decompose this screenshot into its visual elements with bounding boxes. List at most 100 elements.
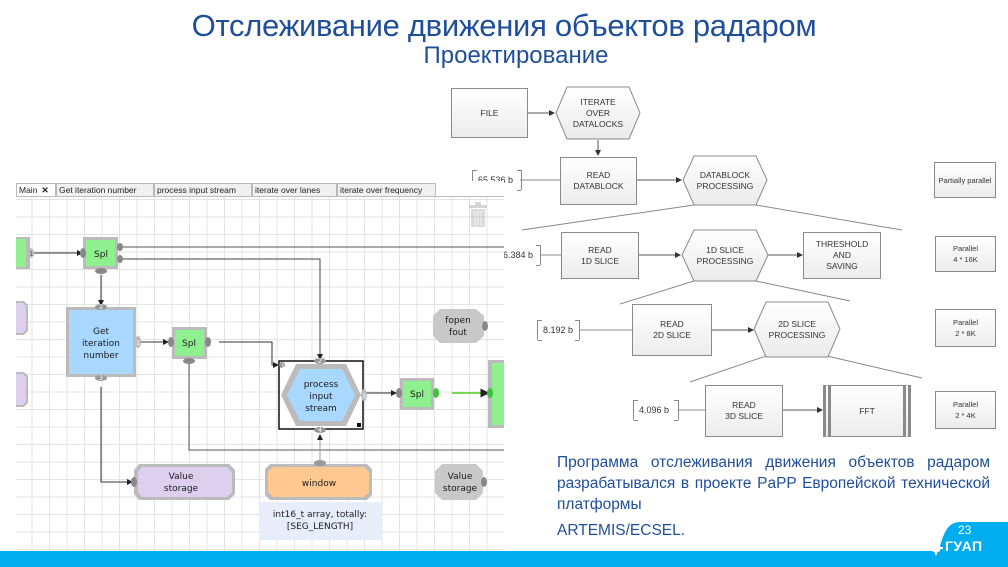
tab-label: Get iteration number	[59, 185, 137, 195]
resize-handle[interactable]	[357, 423, 361, 427]
slide-title: Отслеживание движения объектов радаром	[191, 8, 817, 43]
node-label: iteration	[82, 339, 120, 349]
node-label: process	[304, 380, 339, 390]
spl-label: Spl	[182, 339, 196, 349]
note-line: [SEG_LENGTH]	[287, 522, 353, 532]
port-label: 2	[318, 358, 322, 365]
window-node[interactable]: window	[265, 460, 372, 500]
spl-node-top[interactable]: Spl	[80, 237, 123, 274]
fft-box: FFT	[823, 385, 911, 437]
tab-main[interactable]: Main✕	[16, 183, 56, 196]
get-iteration-number-node[interactable]: 2 1 3 Get iteration number	[66, 304, 141, 382]
node-label: fopen	[445, 316, 471, 326]
iterate-line-1: ITERATE	[580, 96, 616, 107]
node-label: storage	[164, 484, 199, 494]
tab-process-input-stream[interactable]: process input stream	[154, 183, 252, 196]
tab-main-label: Main	[19, 185, 38, 195]
value-storage-partial-fill	[16, 303, 26, 333]
node-label: storage	[443, 484, 478, 494]
hex-shape	[555, 86, 641, 140]
port-label: 4	[318, 427, 322, 434]
size-datablock-label: 65.536 b	[478, 175, 514, 185]
guap-logo-icon	[929, 541, 943, 555]
pl2-line-2: 2 * 8K	[955, 329, 976, 338]
node-label: window	[302, 479, 336, 489]
tab-iterate-over-lanes[interactable]: iterate over lanes	[252, 183, 337, 196]
edge	[100, 387, 133, 485]
page-number: 23	[958, 523, 972, 537]
spl-node-right[interactable]: Spl	[396, 378, 439, 410]
file-label: FILE	[480, 107, 499, 118]
edge	[188, 362, 504, 451]
node-label: stream	[305, 404, 337, 414]
th-line-1: THRESHOLD	[815, 239, 869, 249]
note-line: int16_t array, totally:	[273, 510, 367, 520]
size-2d-label: 8.192 b	[543, 325, 574, 335]
process-input-stream-node[interactable]: 2 1 3 4 process input stream	[278, 358, 367, 434]
editor-tabs: Main✕ Get iteration number process input…	[16, 181, 504, 197]
dp-line-2: PROCESSING	[696, 180, 754, 191]
hex-shape	[753, 301, 841, 358]
spl-node-mid[interactable]: Spl	[168, 327, 211, 364]
value-storage-node-1[interactable]: Value storage	[131, 464, 235, 500]
port-label: 3	[362, 393, 366, 400]
trash-icon[interactable]	[469, 202, 487, 227]
pl3-line-1: Parallel	[952, 400, 978, 409]
close-icon[interactable]: ✕	[41, 185, 49, 195]
parallel-level0: Partially parallel	[934, 162, 996, 198]
fopen-fout-node[interactable]: fopen fout	[433, 309, 488, 343]
size-3d-label: 4.096 b	[639, 405, 670, 415]
value-storage-node-2[interactable]: Value storage	[435, 464, 487, 500]
input-node-partial[interactable]: 1	[16, 237, 34, 269]
node-label: number	[83, 351, 118, 361]
dataflow-editor: Main✕ Get iteration number process input…	[16, 181, 504, 551]
pl1-line-2: 4 * 16K	[953, 255, 978, 264]
r3-line-1: READ	[732, 400, 756, 410]
spl-label: Spl	[410, 390, 424, 400]
th-line-3: SAVING	[826, 261, 858, 271]
value-storage-partial-fill	[16, 374, 26, 405]
port-label: 3	[99, 375, 103, 382]
description-last-line: ARTEMIS/ECSEL.	[557, 522, 686, 539]
hex-shape	[681, 229, 769, 282]
r3-line-2: 3D SLICE	[725, 411, 763, 421]
output-node-partial[interactable]	[487, 360, 504, 428]
th-line-2: AND	[833, 250, 851, 260]
slide-subtitle: Проектирование	[423, 42, 609, 69]
iterate-line-3: DATALOCKS	[572, 118, 624, 129]
rd-line-1: READ	[586, 170, 611, 180]
footer-bar	[0, 551, 1008, 567]
port-label: 1	[281, 363, 285, 370]
tab-label: iterate over lanes	[255, 185, 321, 195]
r2-line-1: READ	[660, 319, 684, 329]
node-label: Get	[93, 327, 110, 337]
fft-label: FFT	[859, 405, 875, 416]
logo-text: ГУАП	[945, 538, 983, 554]
edge	[120, 258, 323, 360]
p1-line-1: 1D SLICE	[706, 244, 744, 255]
size-2d: 8.192 b	[537, 320, 580, 341]
spl-label: Spl	[94, 250, 108, 260]
tab-label: iterate over frequency	[340, 185, 423, 195]
tab-label: process input stream	[157, 185, 236, 195]
r1-line-2: 1D SLICE	[581, 255, 619, 266]
edge	[219, 341, 279, 368]
editor-graph: 1 Spl 2	[16, 202, 504, 540]
parallel-level0-label: Partially parallel	[938, 175, 992, 185]
logo-tab	[934, 522, 1008, 567]
r2-line-2: 2D SLICE	[653, 330, 691, 340]
tab-get-iteration-number[interactable]: Get iteration number	[56, 183, 154, 196]
p2-line-2: PROCESSING	[768, 329, 826, 340]
size-1d-label: 16.384 b	[498, 250, 534, 260]
r1-line-1: READ	[588, 244, 612, 255]
tab-iterate-over-frequency[interactable]: iterate over frequency	[337, 183, 436, 196]
dp-line-1: DATABLOCK	[699, 169, 751, 180]
